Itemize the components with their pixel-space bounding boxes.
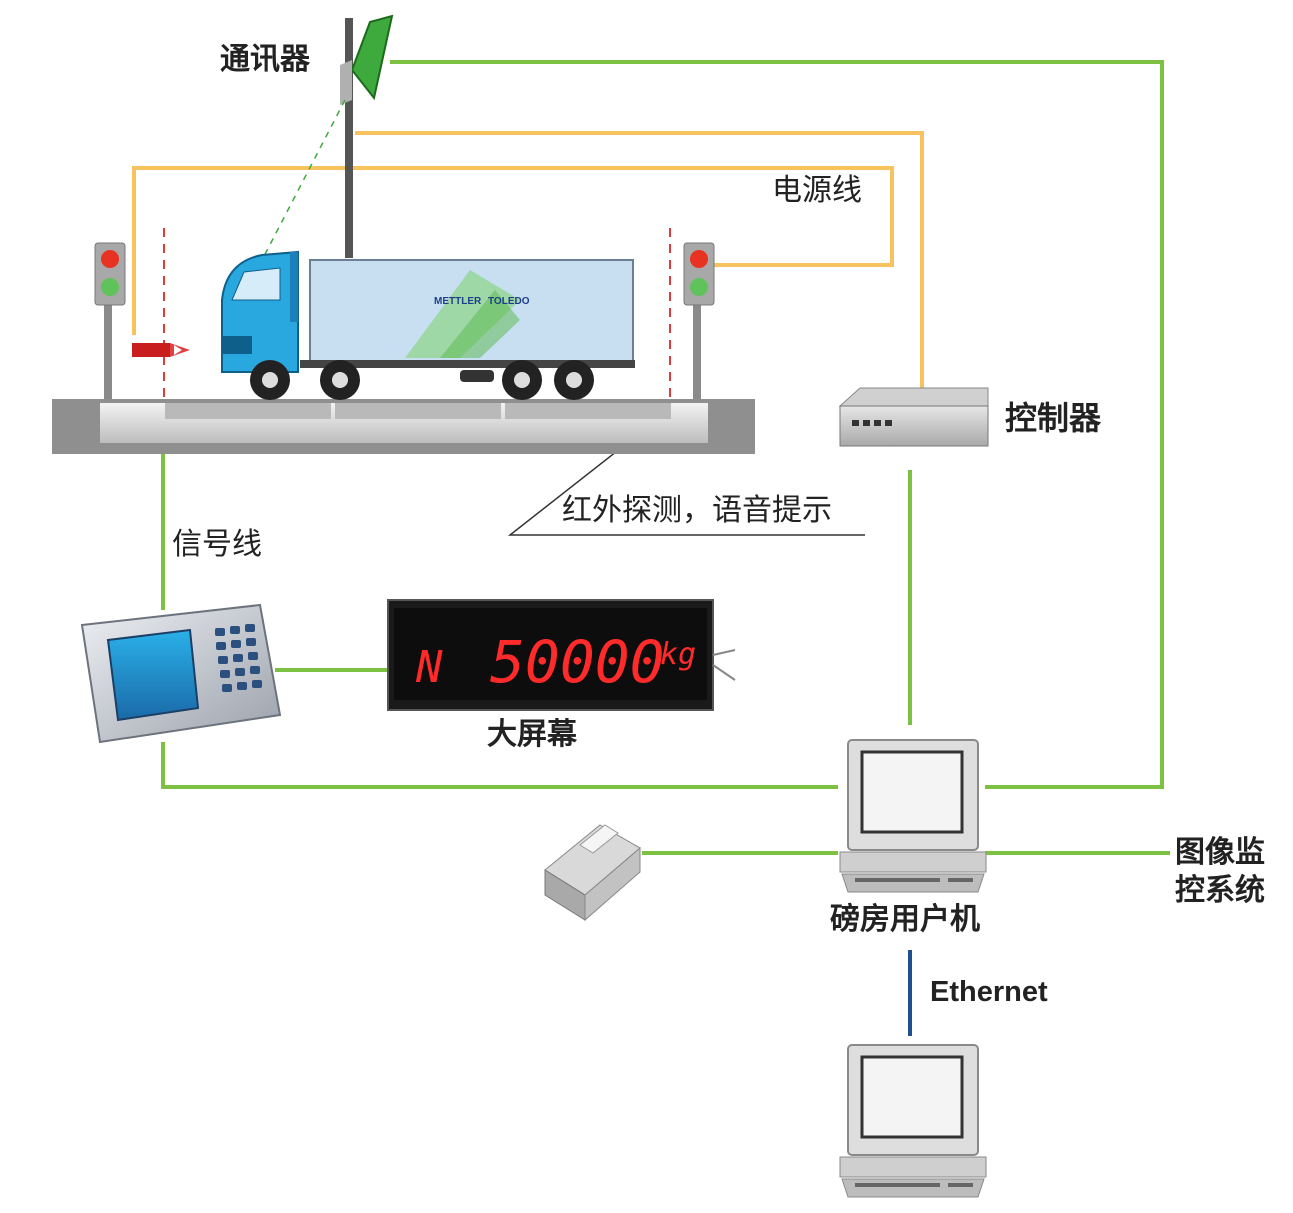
- signal-line-label: 信号线: [172, 527, 262, 562]
- truck-brand-right: TOLEDO: [488, 296, 530, 307]
- controller-box: [838, 387, 989, 447]
- big-screen-display: N 50000 kg: [387, 599, 736, 711]
- infrared-beams: [163, 228, 671, 405]
- communicator-antenna: [261, 14, 394, 261]
- receipt-printer: [544, 824, 641, 922]
- infrared-label: 红外探测，语音提示: [562, 493, 832, 528]
- truck: METTLER TOLEDO: [221, 250, 635, 400]
- weighroom-computer: [839, 739, 987, 893]
- big-screen-label: 大屏幕: [487, 717, 577, 752]
- traffic-light-left: [94, 242, 126, 400]
- infrared-sensor-arrow: [132, 343, 190, 357]
- display-mode: N: [415, 642, 443, 693]
- truck-wheels: [250, 360, 594, 400]
- controller-label: 控制器: [1005, 399, 1102, 437]
- display-reading: 50000: [490, 628, 665, 696]
- remote-computer: [839, 1044, 987, 1198]
- signal-lines: [161, 60, 1170, 855]
- display-unit: kg: [660, 637, 696, 672]
- truck-brand-left: METTLER: [434, 296, 482, 307]
- weighroom-pc-label: 磅房用户机: [830, 902, 980, 937]
- weighing-terminal: [80, 603, 282, 744]
- image-monitor-label-line1: 图像监: [1175, 835, 1265, 870]
- terminal-keypad: [215, 624, 262, 692]
- weighbridge-platform: [52, 399, 755, 454]
- traffic-light-right: [683, 242, 715, 400]
- power-lines: [132, 131, 924, 392]
- power-line-label: 电源线: [772, 173, 862, 208]
- ethernet-label: Ethernet: [930, 976, 1048, 1008]
- image-monitor-label-line2: 控系统: [1175, 873, 1265, 908]
- communicator-label: 通讯器: [220, 42, 310, 77]
